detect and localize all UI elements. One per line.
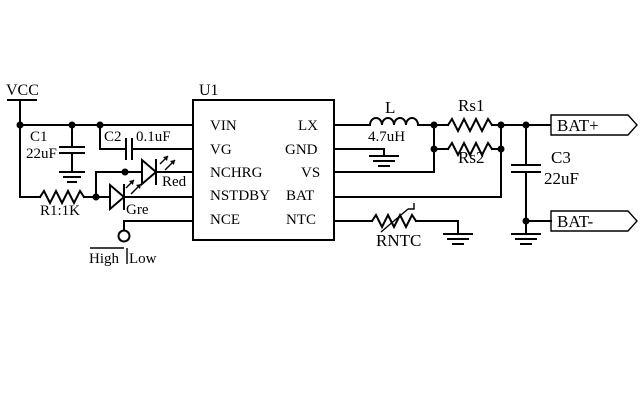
junction-dot — [497, 121, 505, 129]
junction-dot — [497, 145, 505, 153]
bat-neg-label: BAT- — [557, 212, 594, 231]
vcc-supply: VCC — [6, 82, 39, 126]
pin-lx: LX — [298, 118, 318, 134]
c1-value: 22uF — [26, 146, 57, 162]
pin-vin: VIN — [210, 118, 237, 134]
capacitor-c2: C2 0.1uF — [99, 124, 194, 160]
rs1-ref: Rs1 — [458, 96, 484, 115]
pin-vs: VS — [301, 165, 320, 181]
rntc-ref: RNTC — [376, 231, 421, 250]
inductor-value: 4.7uH — [368, 129, 405, 145]
led-red: Red — [124, 155, 194, 190]
led-green-label: Gre — [126, 202, 149, 218]
pin-nchrg: NCHRG — [210, 165, 263, 181]
vcc-label: VCC — [6, 82, 39, 99]
pin-ntc: NTC — [286, 212, 316, 228]
pin-nce: NCE — [210, 212, 240, 228]
junction-dot — [121, 168, 129, 176]
junction-dot — [430, 121, 438, 129]
r1-ref: R1:1K — [40, 203, 80, 219]
nce-low-label: Low — [129, 251, 157, 267]
capacitor-c3: C3 22uF — [511, 121, 579, 245]
pin-vg: VG — [210, 142, 232, 158]
ic-gnd-ground — [333, 148, 399, 167]
thermistor-rntc: RNTC — [333, 203, 473, 250]
pin-bat: BAT — [286, 188, 314, 204]
rs2-ref: Rs2 — [458, 148, 484, 167]
vin-wire — [16, 121, 194, 198]
port-bat-neg: BAT- — [525, 210, 638, 232]
nce-high-label: High — [89, 251, 120, 267]
pin-nstdby: NSTDBY — [210, 188, 270, 204]
ic-u1: U1 VIN VG NCHRG NSTDBY NCE LX GND VS BAT… — [192, 82, 335, 241]
nce-input: High Low — [89, 220, 194, 267]
c2-ref: C2 — [104, 129, 122, 145]
resistor-r1: R1:1K — [19, 188, 111, 219]
junction-dot — [16, 121, 24, 129]
c3-value: 22uF — [544, 169, 579, 188]
led-red-label: Red — [162, 174, 187, 190]
junction-dot — [430, 145, 438, 153]
resistor-rs1: Rs1 — [433, 96, 551, 134]
led-green: Gre — [92, 168, 194, 218]
capacitor-c1: C1 22uF — [26, 124, 85, 183]
junction-dot — [522, 121, 530, 129]
c1-ref: C1 — [30, 129, 48, 145]
ic-ref: U1 — [199, 82, 219, 99]
pin-gnd: GND — [285, 142, 318, 158]
port-bat-pos: BAT+ — [550, 114, 638, 136]
inductor-ref: L — [385, 98, 395, 117]
c3-ref: C3 — [551, 148, 571, 167]
resistor-rs2: Rs2 — [333, 121, 505, 198]
c2-value: 0.1uF — [136, 129, 171, 145]
bat-pos-label: BAT+ — [557, 116, 599, 135]
inductor-l: L 4.7uH — [333, 98, 435, 145]
